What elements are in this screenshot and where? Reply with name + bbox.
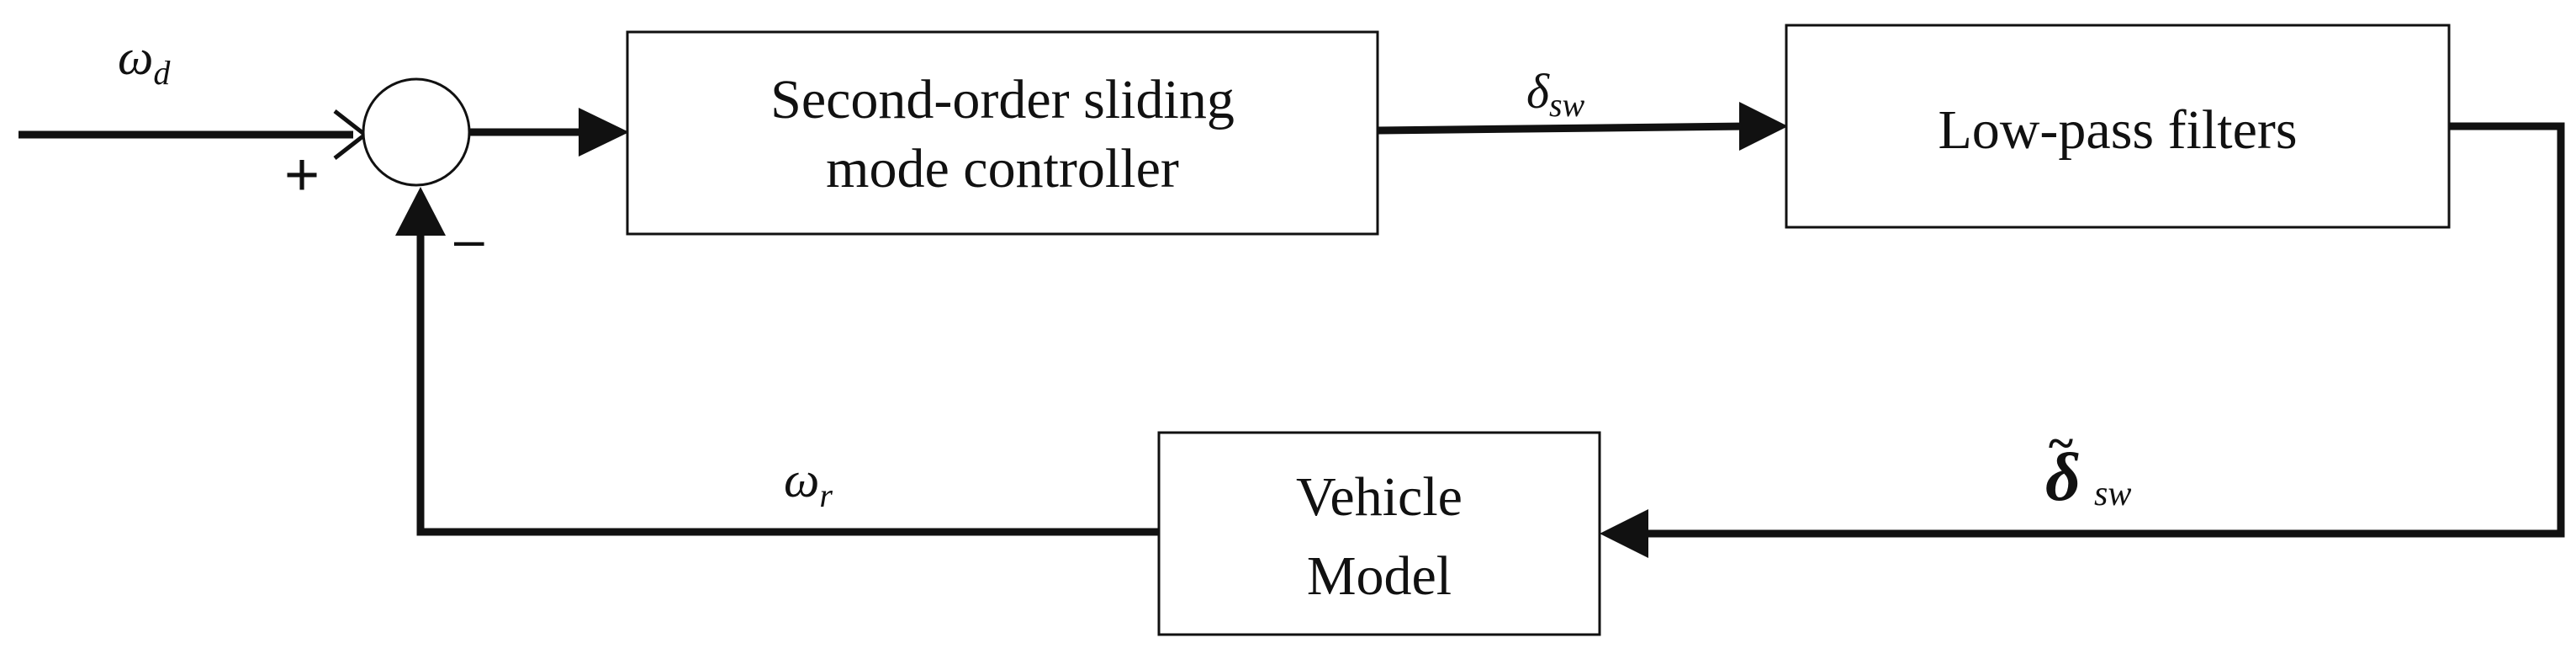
- minus-sign: –: [454, 209, 484, 269]
- control-signal-label: δsw: [1526, 64, 1585, 124]
- controller-label-line2: mode controller: [826, 138, 1179, 199]
- junction-to-controller-arrow: [469, 108, 629, 157]
- filter-block: Low-pass filters: [1785, 24, 2451, 229]
- controller-to-filter-arrow: [1377, 102, 1788, 151]
- plus-sign: +: [284, 141, 320, 209]
- feedback-signal-label: ωr: [784, 452, 833, 514]
- filter-label: Low-pass filters: [1938, 99, 2297, 161]
- vehicle-label-line1: Vehicle: [1296, 466, 1463, 528]
- filter-to-vehicle-wire: [1600, 122, 2565, 558]
- vehicle-model-block: Vehicle Model: [1157, 431, 1601, 636]
- filtered-signal-tilde: ~: [2047, 417, 2074, 470]
- svg-text:δsw: δsw: [2045, 438, 2131, 515]
- feedback-wire: [395, 187, 1159, 536]
- reference-signal-label: ωd: [118, 29, 171, 92]
- controller-block: Second-order sliding mode controller: [626, 30, 1379, 236]
- vehicle-label-line2: Model: [1307, 545, 1452, 607]
- summing-junction: [362, 77, 471, 187]
- controller-label-line1: Second-order sliding: [770, 69, 1235, 130]
